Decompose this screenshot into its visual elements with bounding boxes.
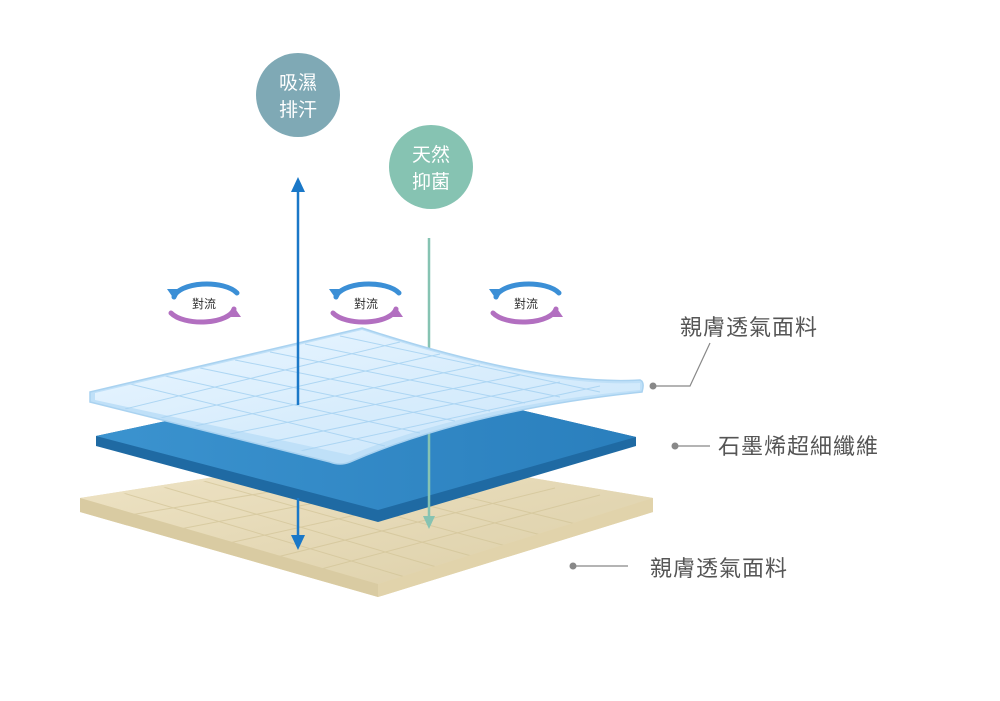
callout-middle-layer: 石墨烯超細纖維 (671, 435, 879, 460)
convection-label: 對流 (354, 297, 378, 311)
convection-label: 對流 (514, 297, 538, 311)
bubble-moisture-wicking: 吸濕 排汗 (256, 53, 340, 137)
callout-dot (649, 382, 657, 390)
callout-dot (569, 562, 577, 570)
bubble-label-line1: 吸濕 (279, 72, 317, 94)
bubble-antibacterial: 天然 抑菌 (389, 125, 473, 209)
bubble-circle (389, 125, 473, 209)
convection-icon-2: 對流 (329, 281, 403, 325)
convection-icon-3: 對流 (489, 281, 563, 325)
arrow-moisture (291, 177, 305, 550)
callout-leader (656, 342, 711, 387)
label-top-layer: 親膚透氣面料 (680, 316, 818, 341)
layer-top-fabric (89, 327, 644, 465)
convection-label: 對流 (192, 297, 216, 311)
bubble-circle (256, 53, 340, 137)
bubble-label-line1: 天然 (412, 144, 450, 166)
layer-top-surface (95, 330, 640, 455)
label-bottom-layer: 親膚透氣面料 (650, 557, 788, 582)
bubble-label-line2: 抑菌 (412, 171, 450, 193)
callout-bottom-layer: 親膚透氣面料 (569, 557, 788, 582)
convection-icon-1: 對流 (167, 281, 241, 325)
bubble-label-line2: 排汗 (279, 99, 317, 121)
label-middle-layer: 石墨烯超細纖維 (718, 435, 879, 460)
callout-dot (671, 442, 679, 450)
callout-top-layer: 親膚透氣面料 (649, 316, 818, 390)
